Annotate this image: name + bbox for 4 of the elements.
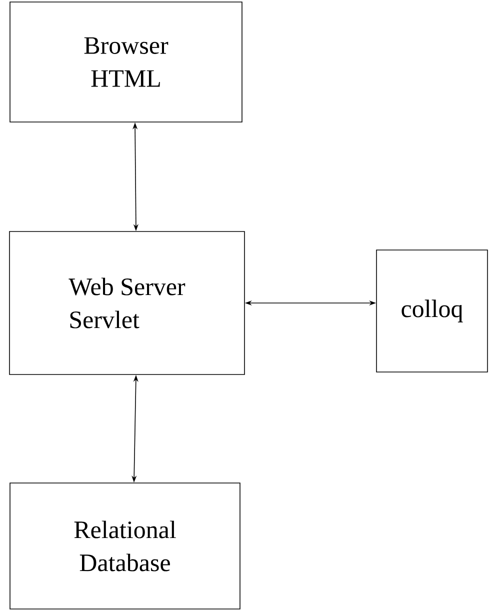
process-box: Web Server Servlet (9, 231, 245, 375)
process-box: Browser HTML (10, 2, 242, 122)
process-box: colloq (376, 250, 488, 372)
process-box: Relational Database (10, 482, 240, 610)
